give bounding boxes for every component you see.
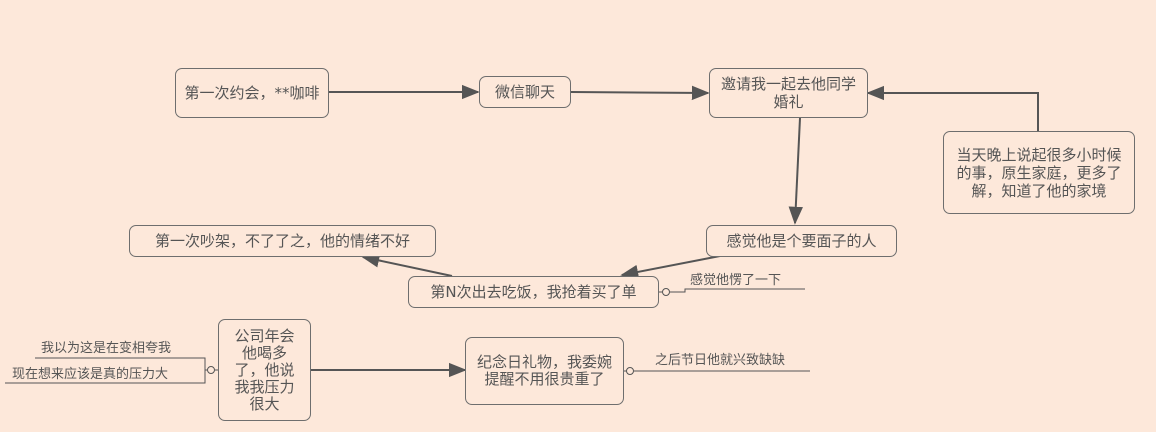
node-first-date[interactable]: 第一次约会，**咖啡 [175, 68, 329, 118]
node-face-person-label: 感觉他是个要面子的人 [726, 232, 877, 250]
callout-after-holidays [623, 367, 810, 375]
node-first-quarrel[interactable]: 第一次吵架，不了了之，他的情绪不好 [129, 225, 436, 257]
node-anniversary-gift[interactable]: 纪念日礼物，我委婉提醒不用很贵重了 [465, 337, 624, 405]
note-thought-praise: 我以为这是在变相夸我 [41, 341, 172, 356]
note-awkward: 感觉他愣了一下 [690, 273, 782, 288]
note-after-holidays: 之后节日他就兴致缺缺 [655, 353, 786, 368]
node-first-quarrel-label: 第一次吵架，不了了之，他的情绪不好 [154, 232, 410, 250]
node-wedding-invite-label: 邀请我一起去他同学婚礼 [720, 75, 856, 111]
node-nth-dinner[interactable]: 第N次出去吃饭，我抢着买了单 [408, 276, 659, 308]
callout-awkward [659, 288, 805, 296]
node-wedding-invite[interactable]: 邀请我一起去他同学婚礼 [709, 68, 868, 118]
arrow-wechat-to-invite [570, 85, 710, 101]
node-nth-dinner-label: 第N次出去吃饭，我抢着买了单 [430, 283, 637, 301]
node-anniversary-gift-label: 纪念日礼物，我委婉提醒不用很贵重了 [476, 353, 612, 388]
node-wechat[interactable]: 微信聊天 [479, 76, 571, 108]
node-face-person[interactable]: 感觉他是个要面子的人 [706, 225, 897, 257]
note-now-pressure: 现在想来应该是真的压力大 [12, 367, 169, 382]
arrow-evening-to-invite [866, 85, 1039, 131]
arrow-invite-to-face [788, 117, 803, 225]
node-evening-talk-label: 当天晚上说起很多小时候的事，原生家庭，更多了解，知道了他的家境 [956, 145, 1122, 200]
arrow-dinner-to-quarrel [361, 253, 453, 277]
node-annual-party-label: 公司年会他喝多了，他说我我压力很大 [234, 326, 295, 413]
node-first-date-label: 第一次约会，**咖啡 [184, 84, 320, 102]
callout-party-notes [5, 357, 218, 384]
arrow-face-to-dinner [620, 255, 721, 279]
node-annual-party[interactable]: 公司年会他喝多了，他说我我压力很大 [218, 319, 311, 421]
node-evening-talk[interactable]: 当天晚上说起很多小时候的事，原生家庭，更多了解，知道了他的家境 [943, 131, 1135, 214]
node-wechat-label: 微信聊天 [494, 83, 555, 101]
